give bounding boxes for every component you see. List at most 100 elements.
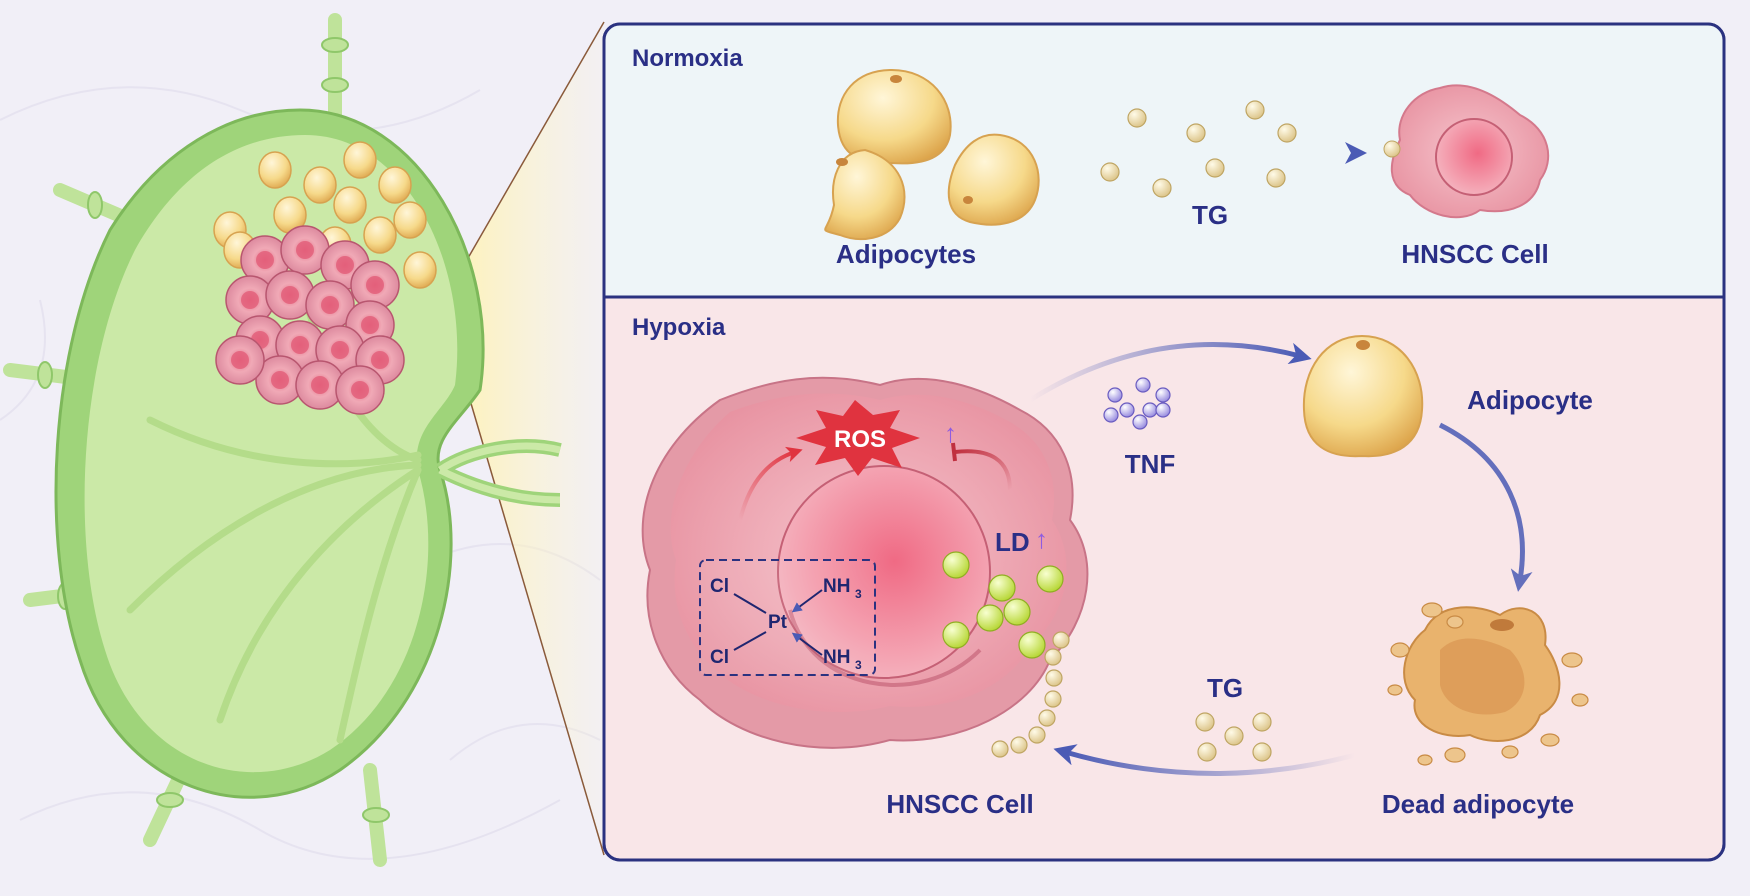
tg-droplet bbox=[1224, 726, 1244, 746]
tg-droplet bbox=[1044, 690, 1062, 708]
node-tumor-cluster bbox=[215, 225, 405, 415]
tnf-molecule bbox=[1103, 407, 1119, 423]
tnf-molecules bbox=[1103, 377, 1171, 430]
tumor-cell bbox=[215, 335, 265, 385]
lipid-droplet bbox=[1036, 565, 1064, 593]
tumor-cell bbox=[225, 275, 275, 325]
ros-label: ROS bbox=[834, 426, 886, 453]
arrow-tg-to-cell bbox=[1053, 744, 1356, 776]
tnf-molecule bbox=[1155, 402, 1171, 418]
node-adipocyte bbox=[393, 201, 427, 239]
adipocyte-fragment bbox=[1390, 642, 1410, 658]
tnf-label: TNF bbox=[1125, 449, 1176, 479]
normoxia-hnscc-label: HNSCC Cell bbox=[1401, 239, 1548, 269]
tumor-cell-nucleus bbox=[271, 371, 289, 389]
tg-droplet bbox=[1195, 712, 1215, 732]
tg-droplet bbox=[1044, 648, 1062, 666]
tg-droplet bbox=[1127, 108, 1147, 128]
tumor-cell-nucleus bbox=[241, 291, 259, 309]
tumor-cell-nucleus bbox=[291, 336, 309, 354]
zoom-line-top bbox=[444, 21, 605, 299]
hypoxia-tg-label: TG bbox=[1207, 673, 1243, 703]
tumor-cell-nucleus bbox=[351, 381, 369, 399]
cisplatin-cl-bottom: Cl bbox=[710, 647, 729, 668]
tumor-cell-nucleus bbox=[256, 251, 274, 269]
tnf-molecule bbox=[1135, 377, 1151, 393]
adipocyte-fragment bbox=[1540, 733, 1560, 747]
ld-up-arrow: ↑ bbox=[1035, 524, 1048, 554]
cell-edge-tg-droplets bbox=[991, 631, 1070, 758]
tumor-cell bbox=[335, 365, 385, 415]
node-adipocyte bbox=[258, 151, 292, 189]
lipid-droplet bbox=[942, 621, 970, 649]
adipocyte-fragment bbox=[1571, 693, 1589, 707]
red-activation-arrow bbox=[738, 446, 803, 521]
hypoxia-hnscc-label: HNSCC Cell bbox=[886, 789, 1033, 819]
node-adipocyte bbox=[303, 166, 337, 204]
vessel-valves bbox=[37, 37, 390, 823]
zoom-line-bottom bbox=[469, 399, 605, 856]
tg-droplet bbox=[991, 740, 1009, 758]
ld-label: LD bbox=[995, 527, 1030, 557]
normoxia-tg-label: TG bbox=[1192, 200, 1228, 230]
lipid-droplet bbox=[1003, 598, 1031, 626]
hypoxia-title: Hypoxia bbox=[632, 314, 726, 341]
tumor-cell-nucleus bbox=[336, 256, 354, 274]
cisplatin-nh3-bottom: NH bbox=[823, 647, 850, 668]
tumor-cell-nucleus bbox=[321, 296, 339, 314]
lipid-droplet bbox=[1018, 631, 1046, 659]
tnf-molecule bbox=[1119, 402, 1135, 418]
hypoxia-adipocyte bbox=[1302, 334, 1424, 458]
tumor-cell-nucleus bbox=[331, 341, 349, 359]
tg-droplet bbox=[1038, 709, 1056, 727]
tg-droplet bbox=[1100, 162, 1120, 182]
adipocyte-fragment bbox=[1446, 615, 1464, 629]
node-adipocyte bbox=[403, 251, 437, 289]
tumor-cell-nucleus bbox=[231, 351, 249, 369]
hypoxia-adipocyte-label: Adipocyte bbox=[1467, 385, 1593, 415]
tumor-cell bbox=[305, 280, 355, 330]
cisplatin-cl-top: Cl bbox=[710, 576, 729, 597]
red-inhibition-line bbox=[954, 449, 1012, 491]
tumor-cell bbox=[240, 235, 290, 285]
lymph-node bbox=[54, 108, 562, 799]
tnf-molecule bbox=[1142, 402, 1158, 418]
tnf-molecule bbox=[1132, 414, 1148, 430]
adipocyte-fragment bbox=[1417, 754, 1433, 766]
lipid-droplet bbox=[988, 574, 1016, 602]
cisplatin-structure: Cl Cl Pt NH 3 NH 3 bbox=[699, 559, 876, 676]
tg-droplet bbox=[1245, 100, 1265, 120]
dead-adipocyte-label: Dead adipocyte bbox=[1382, 789, 1574, 819]
zoom-beam bbox=[445, 22, 604, 855]
normoxia-adipocytes-label: Adipocytes bbox=[836, 239, 976, 269]
tg-droplet bbox=[1052, 631, 1070, 649]
tumor-cell-nucleus bbox=[311, 376, 329, 394]
tg-droplet bbox=[1205, 158, 1225, 178]
lipid-droplet bbox=[976, 604, 1004, 632]
tnf-molecule bbox=[1155, 387, 1171, 403]
arrow-to-adipocyte bbox=[1028, 342, 1312, 403]
lipid-droplets bbox=[942, 551, 1064, 659]
node-adipocyte bbox=[378, 166, 412, 204]
cisplatin-nh3-top: NH bbox=[823, 576, 850, 597]
tg-droplet bbox=[1197, 742, 1217, 762]
node-adipocyte bbox=[343, 141, 377, 179]
tg-droplet bbox=[1266, 168, 1286, 188]
tg-droplet bbox=[1252, 742, 1272, 762]
tnf-molecule bbox=[1107, 387, 1123, 403]
cisplatin-sub3-bottom: 3 bbox=[855, 658, 862, 672]
normoxia-title: Normoxia bbox=[632, 45, 743, 72]
ros-up-arrow: ↑ bbox=[944, 418, 957, 448]
tumor-cell bbox=[295, 360, 345, 410]
hypoxia-tg-droplets bbox=[1195, 712, 1272, 762]
ros-burst: ROS bbox=[796, 400, 920, 476]
dead-adipocyte bbox=[1403, 606, 1561, 742]
tumor-cell bbox=[255, 355, 305, 405]
arrow-to-dead-adipocyte bbox=[1438, 422, 1533, 592]
lipid-droplet bbox=[942, 551, 970, 579]
cisplatin-sub3-top: 3 bbox=[855, 587, 862, 601]
normoxia-adipocytes bbox=[824, 68, 1040, 241]
cisplatin-pt: Pt bbox=[768, 612, 788, 633]
